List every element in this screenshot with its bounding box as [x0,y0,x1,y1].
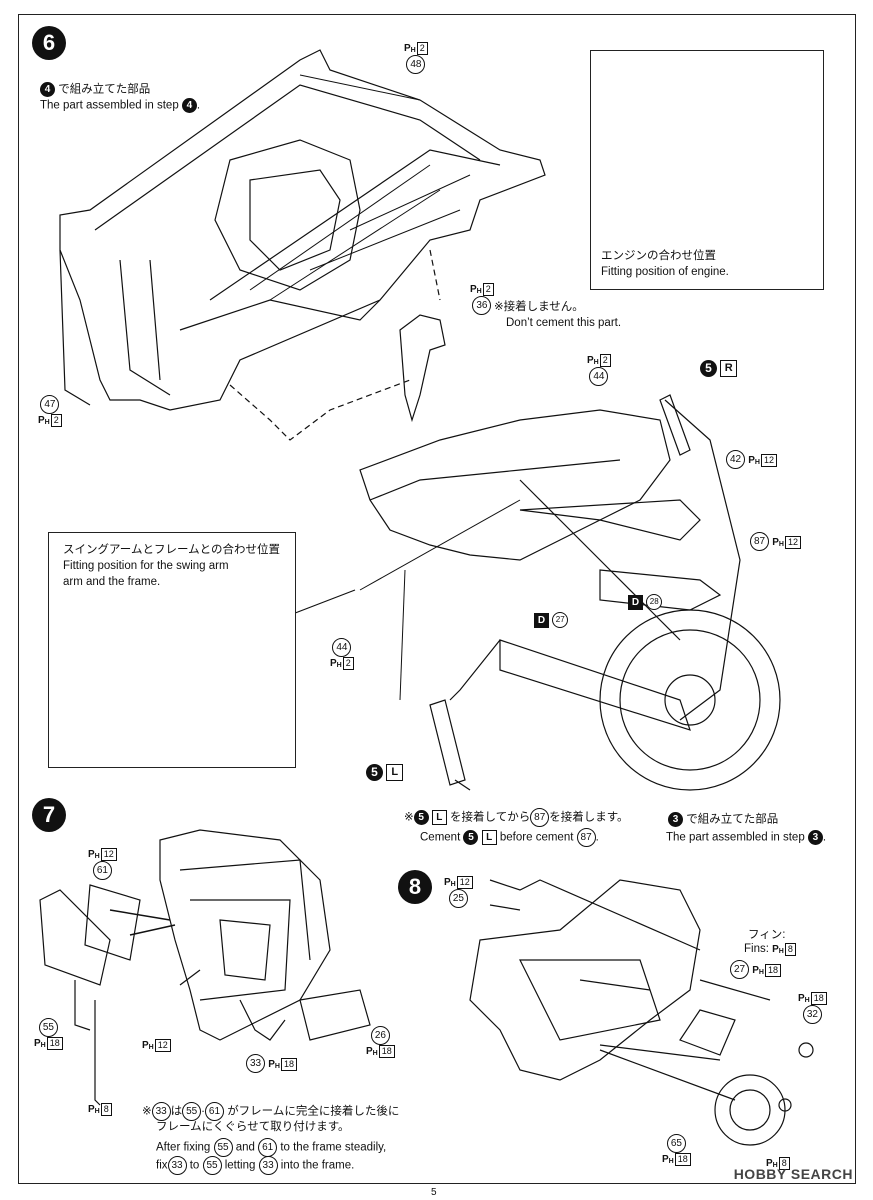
watermark-logo: HOBBY SEARCH [733,1166,853,1182]
inset-swing-jp: スイングアームとフレームとの合わせ位置 [63,544,281,556]
exhaust-drawing [239,999,286,1041]
radiator-drawing [39,889,111,986]
cylinder-fin-drawing [679,1009,736,1056]
swing-arm-drawing [499,639,691,731]
rear-frame-drawing [359,409,671,561]
step6-frame-drawing [59,49,546,411]
step7-frame-drawing [159,829,331,1041]
page-border [18,14,856,1184]
assembled3-en: The part assembled in step 3. [666,830,827,845]
inset-engine-jp: エンジンの合わせ位置 [601,250,716,262]
cement-note-en: Cement 5 L before cement 87. [420,828,599,847]
step-number-6: 6 [32,26,66,60]
step-number-8: 8 [398,870,432,904]
clutch-cover-drawing [714,1074,786,1146]
part-label-D27: D 27 [534,612,569,628]
part-label-D28: D 28 [628,594,663,610]
step7-note-jp2: フレームにくぐらせて取り付けます。 [156,1121,350,1133]
inset-swing-en2: arm and the frame. [63,576,161,588]
step-ref-badge: 4 [40,82,55,97]
inset-engine-en: Fitting position of engine. [601,266,729,278]
ref-5L: 5 L [366,764,404,781]
step8-frame-drawing [469,879,701,1081]
step-ref-badge: 4 [181,98,197,113]
assembled-jp-text: で組み立てた部品 [58,83,151,96]
assembled-note-en: The part assembled in step 4. [40,98,201,113]
engine-drawing-step6 [214,139,361,291]
rear-wheel-drawing [599,609,781,791]
page-number: 5 [431,1187,437,1198]
step7-note-en1: After fixing 55 and 61 to the frame stea… [156,1138,386,1157]
step-number-7: 7 [32,798,66,832]
assembled-note-jp: 4 で組み立てた部品 [40,82,150,97]
swing-arm-fitting-inset: スイングアームとフレームとの合わせ位置 Fitting position for… [48,532,296,768]
cylinder-drawing [299,989,371,1041]
ref-5R: 5 R [700,360,738,377]
note-36-jp: ※接着しません。 [494,301,584,313]
stand-drawing [399,314,446,423]
fender-drawing [519,499,701,541]
part-number: 48 [406,55,426,74]
note-36-en: Don’t cement this part. [506,317,622,329]
engine-fitting-inset: エンジンの合わせ位置 Fitting position of engine. [590,50,824,290]
chain-guard-drawing [599,569,722,611]
fin-label-jp: フィン: [748,929,786,941]
assembled-en-text: The part assembled in step [40,99,179,112]
cap-32-drawing [798,1042,814,1058]
inset-swing-en1: Fitting position for the swing arm [63,560,229,572]
assembled3-jp: 3 で組み立てた部品 [668,812,778,827]
